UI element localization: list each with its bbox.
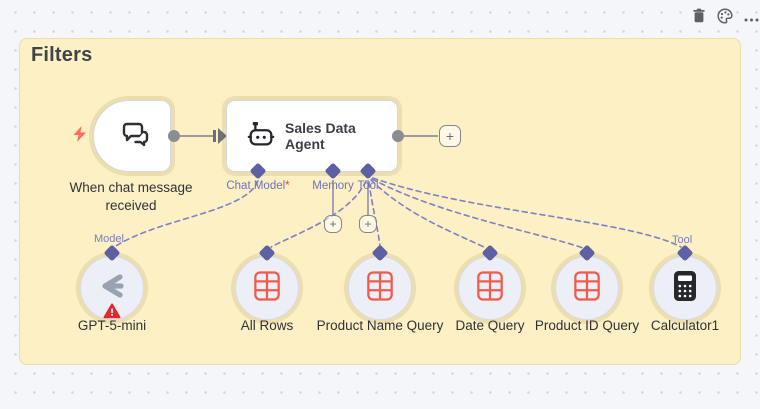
memory-port-label: Memory — [312, 180, 354, 192]
connection-tool-to-all-rows[interactable] — [270, 180, 367, 248]
add-memory-button[interactable]: + — [324, 215, 342, 233]
trigger-output-connector[interactable] — [168, 130, 180, 142]
connection-chat-model-to-gpt[interactable] — [115, 180, 259, 247]
calculator-icon — [672, 270, 698, 307]
node-sales-data-agent[interactable]: Sales Data Agent — [226, 100, 398, 172]
node-calculator1[interactable] — [653, 256, 717, 320]
tool-connection-label: Tool — [672, 234, 693, 246]
add-node-after-agent-button[interactable]: + — [439, 125, 461, 147]
chat-bubbles-icon — [118, 117, 152, 156]
sticky-note-toolbar — [690, 7, 760, 29]
required-asterisk: * — [285, 180, 290, 192]
date-query-label: Date Query — [455, 318, 525, 333]
more-options-icon — [744, 9, 759, 27]
gpt-node-label: GPT-5-mini — [77, 318, 147, 333]
node-product-id-query[interactable] — [555, 256, 619, 320]
data-table-icon — [476, 270, 504, 307]
note-color-button[interactable] — [716, 7, 734, 29]
robot-icon — [246, 119, 276, 154]
connection-tool-to-product-id-query[interactable] — [371, 178, 584, 249]
sticky-note-title: Filters — [31, 44, 93, 66]
product-id-query-label: Product ID Query — [534, 318, 640, 333]
node-gpt-5-mini[interactable] — [80, 256, 144, 320]
all-rows-label: All Rows — [240, 318, 294, 333]
node-all-rows[interactable] — [235, 256, 299, 320]
note-more-options-button[interactable] — [742, 9, 760, 27]
delete-note-button[interactable] — [690, 8, 708, 28]
tool-port-label: Tool — [357, 180, 379, 192]
palette-icon — [717, 7, 733, 29]
model-logo-icon — [94, 271, 130, 306]
data-table-icon — [573, 270, 601, 307]
data-table-icon — [253, 270, 281, 307]
warning-icon[interactable] — [103, 303, 121, 324]
model-connection-label: Model — [94, 233, 124, 245]
trash-icon — [692, 8, 706, 28]
chat-model-port-label: Chat Model* — [226, 180, 289, 192]
calculator-label: Calculator1 — [650, 318, 720, 333]
data-table-icon — [366, 270, 394, 307]
product-name-query-label: Product Name Query — [316, 318, 444, 333]
connection-tool-to-calculator[interactable] — [372, 177, 682, 248]
agent-output-connector[interactable] — [392, 130, 404, 142]
chat-model-port-text: Chat Model — [226, 180, 286, 192]
trigger-node-label: When chat message received — [69, 180, 193, 214]
add-tool-button[interactable]: + — [359, 215, 377, 233]
node-product-name-query[interactable] — [348, 256, 412, 320]
connection-tool-to-date-query[interactable] — [370, 179, 487, 249]
node-date-query[interactable] — [458, 256, 522, 320]
agent-node-title: Sales Data Agent — [285, 120, 356, 152]
node-when-chat-message-received[interactable] — [93, 100, 171, 172]
execute-trigger-bolt-icon[interactable] — [73, 126, 87, 142]
